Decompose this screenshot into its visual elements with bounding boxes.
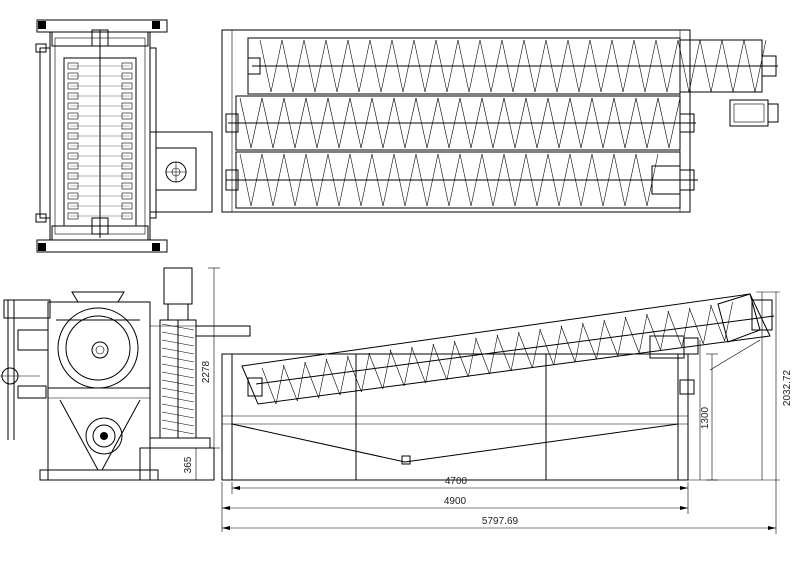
dim-2278: 2278 [201,360,212,383]
top-view-conveyor [221,29,779,213]
top-view-machine [35,19,213,253]
dim-365: 365 [183,456,194,473]
side-view-conveyor [221,293,775,481]
dim-2032: 2032.72 [782,369,793,406]
dimension-lines [221,291,780,534]
dim-5797: 5797.69 [482,516,519,527]
dim-1300: 1300 [700,406,711,429]
side-view-machine [0,267,251,481]
dim-4700: 4700 [445,476,468,487]
dim-4900: 4900 [444,496,467,507]
